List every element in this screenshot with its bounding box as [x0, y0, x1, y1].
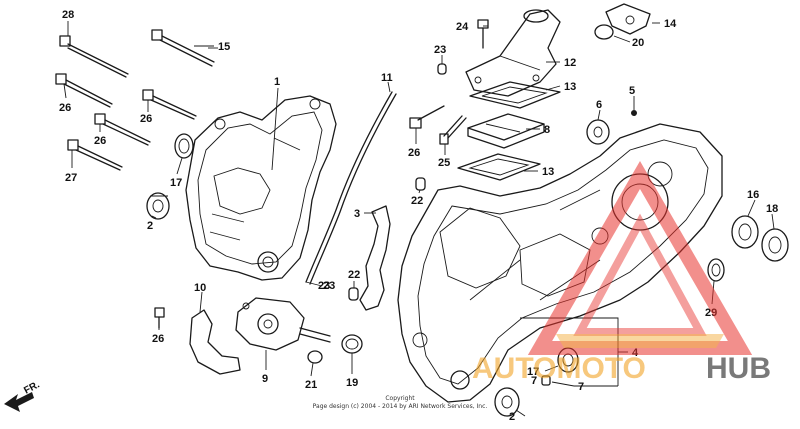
callout-24: 24: [456, 21, 469, 33]
copyright-line-2: Page design (c) 2004 - 2014 by ARI Netwo…: [313, 403, 488, 410]
callout-22a: 22: [411, 195, 423, 207]
callout-1: 1: [274, 76, 280, 88]
front-direction-arrow: FR.: [4, 379, 42, 412]
callout-6: 6: [596, 99, 602, 111]
copyright-line-1: Copyright: [385, 395, 415, 402]
callout-26c: 26: [94, 135, 106, 147]
watermark-triangle-logo: [527, 161, 753, 355]
breather-hose-11: [305, 91, 397, 285]
bolt-28: [59, 35, 129, 78]
dowel-pin-22b: [348, 287, 359, 301]
front-label: FR.: [22, 379, 42, 396]
reed-valve-8: [467, 113, 545, 149]
bearing-16: [731, 215, 759, 249]
callout-11: 11: [381, 72, 393, 84]
watermark-text-colored: AUTOMOTO: [472, 352, 646, 385]
callout-17b: 17: [527, 366, 539, 378]
callout-22b: 22: [348, 269, 360, 281]
callout-labels: 28 15 26 26 26 27 1 17 2 11 23 24 14 20 …: [59, 9, 778, 423]
callout-26a: 26: [59, 102, 71, 114]
gasket-13-upper: [469, 81, 561, 109]
bolt-25: [439, 115, 467, 145]
callout-3: 3: [354, 208, 360, 220]
automotohub-watermark: AUTOMOTO HUB: [472, 161, 771, 385]
bolt-27: [67, 139, 123, 171]
callout-23c: 23: [318, 280, 330, 292]
watermark-text-dark: HUB: [706, 352, 771, 385]
callout-16: 16: [747, 189, 759, 201]
bolt-24: [477, 19, 489, 49]
oil-seal-29: [707, 258, 725, 282]
dowel-7: [541, 375, 551, 386]
callout-7b: 7: [578, 381, 584, 393]
callout-10: 10: [194, 282, 206, 294]
bolt-5: [631, 110, 637, 116]
oil-seal-17-left: [174, 133, 194, 159]
callout-9: 9: [262, 373, 268, 385]
bearing-18: [761, 228, 789, 262]
callout-28: 28: [62, 9, 74, 21]
callout-14: 14: [664, 18, 677, 30]
callout-21: 21: [305, 379, 317, 391]
callout-20: 20: [632, 37, 644, 49]
callout-2b: 2: [509, 411, 515, 423]
callout-26b: 26: [140, 113, 152, 125]
callout-15: 15: [218, 41, 230, 53]
bearing-2-right: [494, 387, 520, 417]
bolt-26-mid: [409, 105, 445, 129]
callout-18: 18: [766, 203, 778, 215]
intake-pipe-12: [465, 9, 561, 97]
callout-5: 5: [629, 85, 635, 97]
callout-26e: 26: [152, 333, 164, 345]
oring-19: [341, 334, 363, 354]
callout-27: 27: [65, 172, 77, 184]
dowel-pin-22a: [415, 177, 426, 191]
callout-23b: 23: [434, 44, 446, 56]
oring-20: [594, 24, 614, 40]
pump-bracket-10: [189, 309, 241, 375]
callout-17a: 17: [170, 177, 182, 189]
bolt-15: [151, 29, 218, 67]
collar-21: [307, 350, 323, 364]
bracket-14: [605, 3, 651, 35]
callout-23a: 23: [323, 280, 335, 292]
left-crankcase-cover: [185, 95, 337, 281]
joint-pipe-23: [437, 63, 447, 75]
bolt-26a: [55, 73, 113, 108]
callout-12: 12: [564, 57, 576, 69]
callout-7a: 7: [531, 375, 537, 387]
right-crankcase: [397, 123, 723, 403]
callout-25: 25: [438, 157, 450, 169]
callout-26d: 26: [408, 147, 420, 159]
callout-2a: 2: [147, 220, 153, 232]
callout-8: 8: [544, 124, 550, 136]
gasket-13-lower: [457, 153, 541, 181]
bearing-6: [586, 119, 610, 145]
callout-13a: 13: [564, 81, 576, 93]
gasket-3: [359, 205, 391, 311]
callout-13b: 13: [542, 166, 554, 178]
copyright-notice: Copyright Page design (c) 2004 - 2014 by…: [313, 395, 488, 410]
bolt-26b: [142, 89, 197, 120]
bolt-26-lower: [154, 307, 165, 329]
oil-pump-9: [235, 297, 331, 351]
callout-19: 19: [346, 377, 358, 389]
bearing-2-left: [146, 192, 170, 220]
